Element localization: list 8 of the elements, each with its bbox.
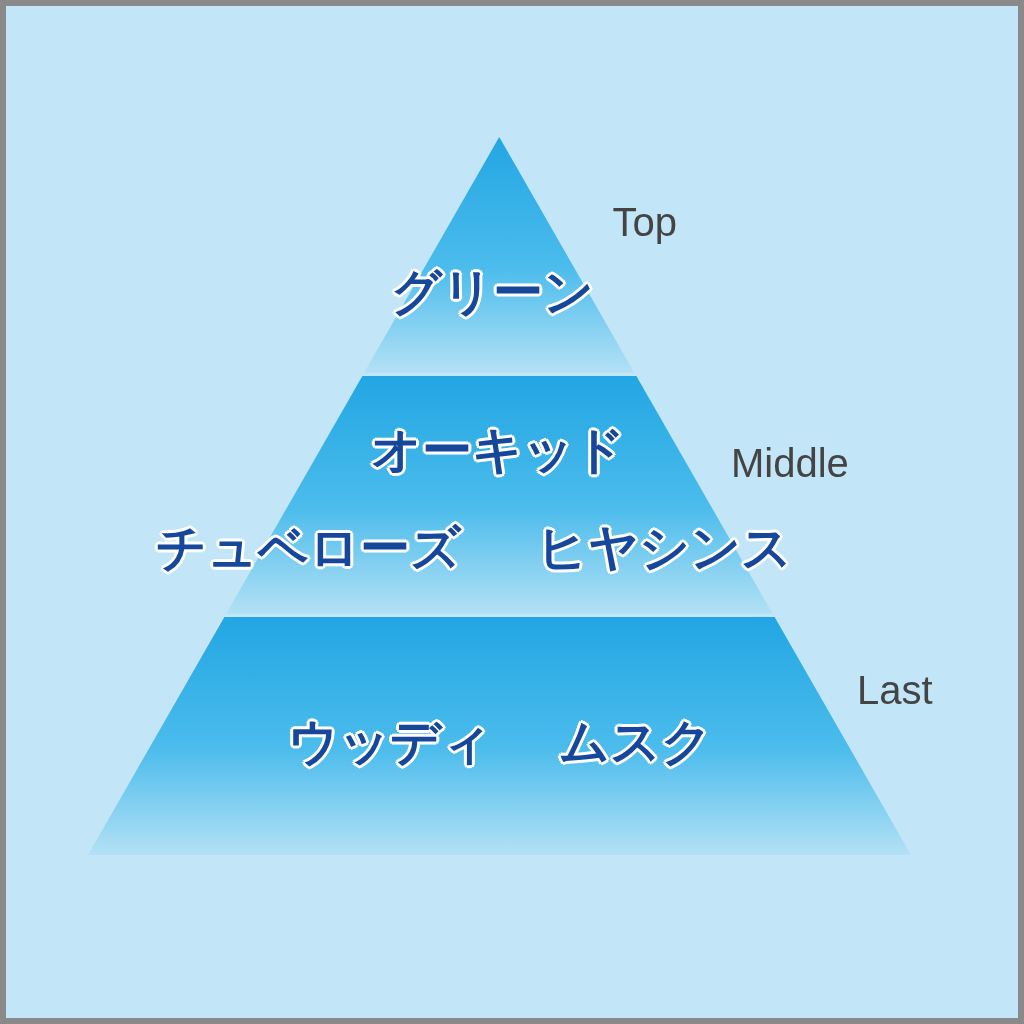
tier-label: ムスク [558,714,712,770]
tier-label: チュベローズ [155,520,461,576]
tier-caption: Middle [731,441,849,485]
tier-caption: Last [857,668,933,712]
tier-label: ウッディ [288,714,492,770]
tier-caption: Top [612,200,677,244]
tier-label: オーキッド [371,422,625,478]
tier-label: ヒヤシンス [537,520,793,576]
